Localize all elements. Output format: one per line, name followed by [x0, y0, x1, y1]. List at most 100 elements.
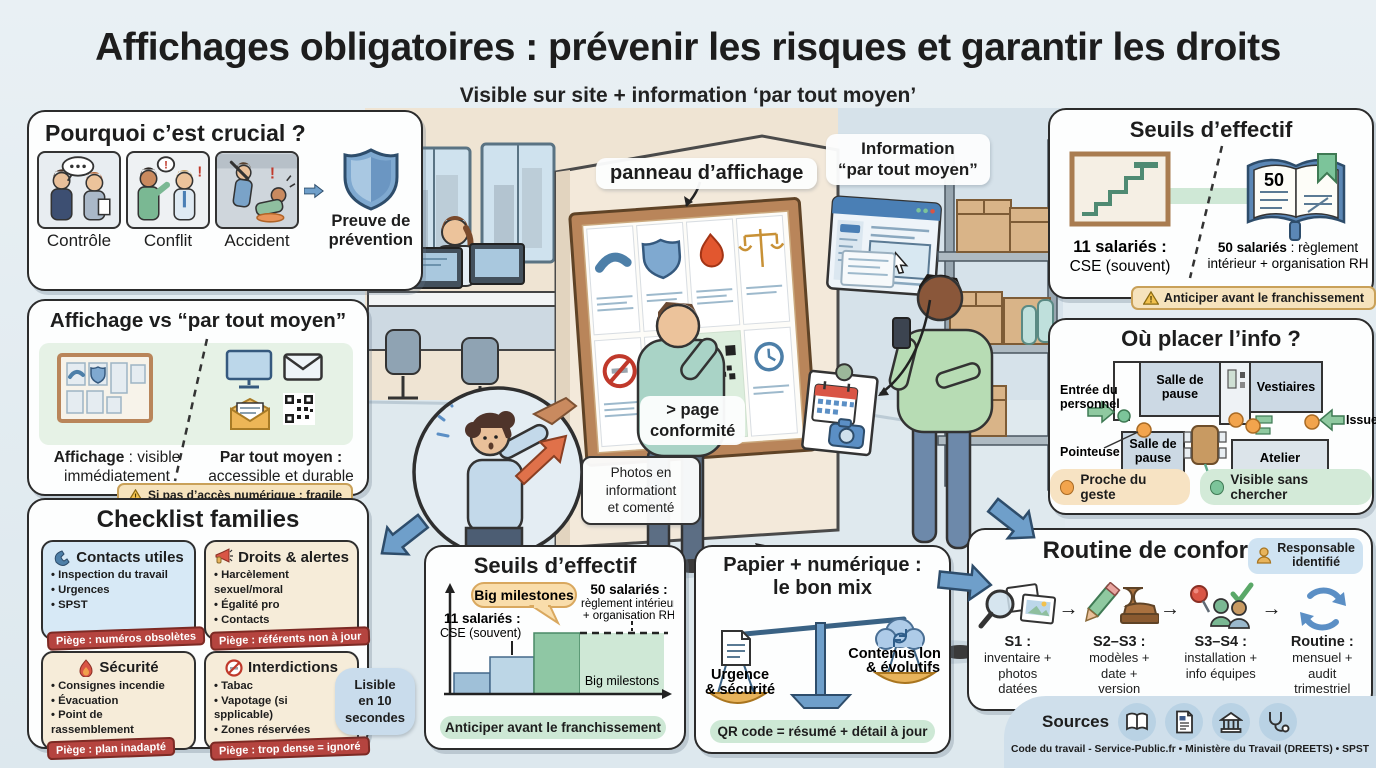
- seuils-chart-footer: Anticiper avant le franchissement: [440, 716, 666, 739]
- box-pourquoi-crucial: Pourquoi c’est crucial ? Contrôle: [27, 110, 423, 291]
- papier-right-line1: Contenus longs: [848, 646, 941, 662]
- step-bold: Routine :: [1290, 634, 1354, 650]
- clock-icon: [754, 341, 784, 372]
- card-item: Tabac: [214, 679, 349, 694]
- government-building-icon: [1212, 703, 1251, 741]
- bubble-text: Big milestones: [474, 587, 574, 603]
- vs-right-bold: Par tout moyen :: [219, 449, 343, 466]
- seuils-right-warning: ! Anticiper avant le franchissement: [1130, 286, 1376, 310]
- svg-text:!: !: [134, 491, 137, 501]
- pointing-hand: [531, 396, 578, 426]
- floor-plan: Entrée du personnel Pointeuse Salle de p…: [1060, 361, 1376, 485]
- step-line1: modèles +: [1089, 650, 1150, 665]
- sources-label: Sources: [1042, 712, 1110, 731]
- card-item: Point de rassemblement: [51, 708, 186, 738]
- vs-right-text: Par tout moyen : accessible et durable: [201, 449, 361, 486]
- legend-visible-sans-chercher: Visible sans chercher: [1200, 469, 1372, 505]
- card-item: SPST: [51, 598, 186, 613]
- routine-step-3: S3–S4 : installation + info équipes: [1180, 582, 1262, 681]
- step-line1: installation +: [1184, 650, 1258, 665]
- label-11-sub: CSE (souvent): [440, 626, 521, 640]
- warning-icon: !: [1142, 291, 1159, 305]
- info-label-line2: “par tout moyen”: [838, 159, 978, 179]
- orange-dot: [1136, 422, 1152, 438]
- photos-note-line1: Photos en: [610, 465, 672, 480]
- bubble-line3: secondes: [345, 709, 405, 725]
- card-title: Contacts utiles: [76, 548, 184, 566]
- card-item: Inspection du travail: [51, 568, 186, 583]
- phone-icon: [54, 550, 70, 566]
- mini-board-icon: [57, 353, 153, 423]
- svg-text:!: !: [270, 166, 275, 183]
- scales-icon: [738, 228, 785, 267]
- room-vestiaires: Vestiaires: [1257, 380, 1315, 394]
- cloud-sync-icon: [875, 618, 925, 650]
- papier-title2: le bon mix: [773, 577, 872, 599]
- orange-dot: [1228, 412, 1244, 428]
- inventory-photos-icon: [978, 583, 1056, 629]
- papier-left-line2: & sécurité: [705, 682, 775, 698]
- mail-icon: [283, 353, 323, 381]
- seuils-right-graphics: 50 11 salariés : CSE (souvent) 50 salari…: [1069, 145, 1369, 279]
- step-bold: S3–S4 :: [1194, 634, 1247, 650]
- card-item: Contacts: [214, 613, 349, 628]
- card-item: Zones réservées: [214, 723, 349, 738]
- orange-dot: [1304, 414, 1320, 430]
- orange-dot: [1245, 418, 1261, 434]
- shield-icon: [641, 238, 682, 280]
- bubble-line2: en 10: [358, 693, 392, 709]
- info-par-tout-moyen-label: Information “par tout moyen”: [826, 134, 990, 186]
- pointeuse-label: Pointeuse: [1060, 445, 1120, 459]
- svg-text:!: !: [197, 165, 202, 181]
- step-line2: date + version: [1098, 665, 1141, 697]
- office-desk-scene: [367, 215, 559, 410]
- card-item: Évacuation: [51, 694, 186, 709]
- green-dot: [1117, 409, 1131, 423]
- phone-icon: [594, 252, 632, 273]
- room-pause-top2: pause: [1162, 387, 1198, 401]
- entree-arrow-icon: [1087, 400, 1116, 424]
- vs-left-line2: immédiatement: [64, 467, 170, 485]
- badge-line2: identifié: [1292, 554, 1341, 569]
- room-pause-bot1: Salle de: [1129, 437, 1176, 451]
- bubble-line1: Lisible: [354, 677, 396, 692]
- legend-orange-text: Proche du geste: [1080, 472, 1147, 502]
- threshold-step-chart: 11 salariés : CSE (souvent) 50 salariés …: [440, 582, 674, 699]
- seuils-right-50-sub: intérieur + organisation RH: [1208, 256, 1369, 271]
- sources-panel: Sources Code du travail - Service-Public…: [1004, 696, 1376, 768]
- preuve-prevention: Preuve de prévention: [329, 146, 413, 250]
- no-smoking-icon: [225, 659, 243, 677]
- papier-left-line1: Urgence: [711, 667, 769, 683]
- book-icon: [1118, 703, 1157, 741]
- label-50-line2: règlement intérieur: [581, 598, 674, 610]
- card-securite: Sécurité Consignes incendie Évacuation P…: [41, 650, 196, 761]
- room-pause-bot2: pause: [1135, 451, 1171, 465]
- crucial-panel1-label: Contrôle: [46, 231, 112, 250]
- step-bold: S1 :: [1004, 634, 1032, 650]
- entree-label1: Entrée du: [1060, 383, 1118, 397]
- crucial-result-line2: prévention: [328, 231, 413, 249]
- legend-green-text: Visible sans chercher: [1230, 472, 1309, 502]
- card-contacts-utiles: Contacts utiles Inspection du travail Ur…: [41, 540, 206, 651]
- badge-line1: Responsable: [1277, 541, 1355, 555]
- seuils-right-warning-text: Anticiper avant le franchissement: [1163, 291, 1364, 305]
- person-icon: [1257, 547, 1272, 564]
- label-50-salaries: 50 salariés :: [590, 582, 667, 597]
- svg-text:!: !: [164, 159, 168, 171]
- label-11-salaries: 11 salariés :: [444, 611, 521, 626]
- pencil-stamp-icon: [1085, 582, 1160, 624]
- vs-left-rest: : visible: [124, 449, 181, 466]
- orange-dot: [1060, 479, 1075, 495]
- panel-conflit: ! ! Conflit: [126, 151, 210, 251]
- box-checklist: Checklist families Contacts utiles Inspe…: [27, 498, 415, 762]
- crucial-panel2-label: Conflit: [143, 231, 193, 250]
- vs-left-text: Affichage : visible immédiatement: [37, 449, 197, 486]
- box-affichage-vs: Affichage vs “par tout moyen”: [27, 299, 369, 507]
- crucial-panel3-label: Accident: [224, 231, 290, 250]
- calendar-icon: [811, 381, 859, 426]
- lisible-bubble: Lisible en 10 secondes: [335, 668, 415, 735]
- card-interdictions: Interdictions Tabac Vapotage (si spplica…: [204, 650, 370, 762]
- photos-note-line3: et comenté: [607, 500, 675, 516]
- document-icon: [1165, 703, 1204, 741]
- monitor-icon: [225, 349, 273, 389]
